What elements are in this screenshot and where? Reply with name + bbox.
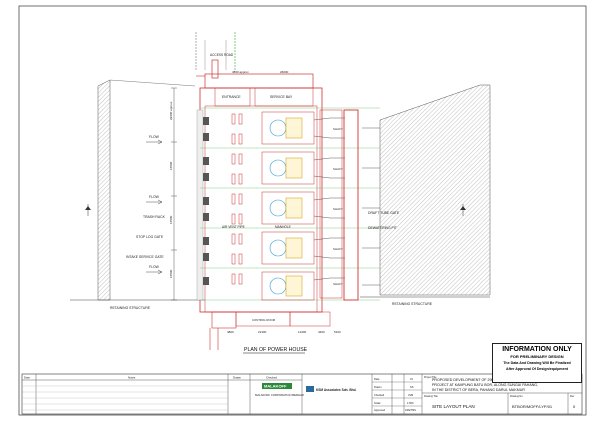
dim-top-1: 4860 approx xyxy=(232,70,249,74)
dim-side-1: 29600 approx xyxy=(169,101,173,120)
information-only-box: INFORMATION ONLY FOR PRELIMINARY DESIGN … xyxy=(492,343,582,383)
dewatering-outline xyxy=(343,109,359,301)
control-room-label: CONTROL ROOM xyxy=(252,318,276,322)
bottom-block-right xyxy=(289,311,331,327)
turbine-unit xyxy=(261,191,315,225)
stop-log-gate-label: STOP LOG GATE xyxy=(136,235,164,239)
drawing-no-label: Drawing No. xyxy=(510,395,523,398)
project-line-2: PROJECT AT KAMPUNG BATU BOR, ALONG SUNGA… xyxy=(432,383,538,387)
consultant-logo-icon xyxy=(306,386,314,392)
field-value-checked: JSM xyxy=(408,393,413,397)
shaft-label: SHAFT xyxy=(333,282,343,286)
owner-logo-box xyxy=(262,383,292,389)
owner-logo: MALAKOFF xyxy=(264,384,287,389)
shaft-labels: SHAFT SHAFT SHAFT SHAFT SHAFT xyxy=(333,127,343,286)
dim-side-2: 16500 xyxy=(169,161,173,170)
manhole-label: MANHOLE xyxy=(275,225,291,229)
dim-bot-4: 4200 xyxy=(318,330,325,334)
turbine-unit xyxy=(261,271,315,301)
project-line-3: IN THE DISTRICT OF BERA, PAHANG DARUL MA… xyxy=(432,388,525,392)
turbine-unit xyxy=(261,111,315,145)
gate-slots xyxy=(231,113,243,285)
section-marker-left xyxy=(85,204,91,216)
shaft-label: SHAFT xyxy=(333,127,343,131)
info-note-2: After Approval Of Design/equipment xyxy=(506,367,568,372)
air-vent-pipe-label: AIR VENT PIPE xyxy=(222,225,245,229)
turbine-units xyxy=(261,111,315,301)
draft-tubes xyxy=(313,117,345,281)
consultant-name: KSM Associates Sdn. Bhd. xyxy=(316,388,357,392)
info-title: INFORMATION ONLY xyxy=(502,346,572,353)
field-value-scale: 1:500 xyxy=(407,401,414,405)
title-block xyxy=(21,373,583,415)
flow-arrows xyxy=(146,139,163,275)
dim-bot-1: 4800 xyxy=(227,330,234,334)
bottom-block-left xyxy=(211,311,237,329)
field-label-approved: Approved xyxy=(374,408,386,412)
sheet-border xyxy=(18,5,587,416)
retaining-left-label: RETAINING STRUCTURE xyxy=(110,306,151,310)
trash-rack-label: TRASH RACK xyxy=(143,215,166,219)
rev-header-notes: Notes xyxy=(128,376,136,380)
service-bay-room xyxy=(254,87,314,107)
dim-bot-3: 11300 xyxy=(298,330,306,334)
intake-service-gate-label: INTAKE SERVICE GATE xyxy=(126,255,164,259)
dim-bot-5: 5100 xyxy=(334,330,341,334)
section-marker-right xyxy=(460,204,466,216)
shaft-label: SHAFT xyxy=(333,207,343,211)
draft-tube-shafts xyxy=(319,109,343,299)
dewatering-pit-label: DEWATERING PIT xyxy=(368,226,397,230)
access-road-label: ACCESS ROAD xyxy=(210,53,234,57)
access-road xyxy=(195,32,236,70)
right-markers xyxy=(362,127,380,286)
info-note-1: The Data And Drawing Will Be Finalized xyxy=(503,361,571,365)
field-value-drawn: SS xyxy=(410,385,414,389)
shaft-label: SHAFT xyxy=(333,167,343,171)
entrance-label: ENTRANCE xyxy=(222,95,241,99)
dim-side-3: 16500 xyxy=(169,215,173,224)
drawing-title: SITE LAYOUT PLAN xyxy=(432,404,475,409)
turbine-unit xyxy=(261,231,315,265)
field-label-checked: Checked xyxy=(374,393,385,397)
rev-header-checked: Checked xyxy=(266,376,277,380)
rev-header-drawn: Drawn xyxy=(233,376,242,380)
field-value-approved: ASM/TMS xyxy=(405,409,416,412)
rev-label: Rev xyxy=(570,395,575,398)
rev-header-date: Date xyxy=(24,376,30,380)
info-subtitle: FOR PRELIMINARY DESIGN xyxy=(510,354,564,359)
powerhouse-outline xyxy=(199,87,323,313)
turbine-unit xyxy=(261,151,315,185)
field-label-drawn: Drawn xyxy=(374,385,382,389)
drawing-no: BTBOR/MOFF/LYP/01 xyxy=(512,404,553,409)
flow-label-1: FLOW xyxy=(149,135,160,139)
drawing-title-label: Drawing Title xyxy=(424,395,438,398)
right-retaining-hatch xyxy=(379,84,491,296)
plan-title: PLAN OF POWER HOUSE xyxy=(244,347,308,353)
shaft-label: SHAFT xyxy=(333,247,343,251)
dim-side-4: 16500 xyxy=(169,269,173,278)
top-block xyxy=(204,73,314,89)
trash-rack-columns xyxy=(196,109,204,301)
entrance-room xyxy=(214,87,251,107)
field-label-scale: Scale xyxy=(374,401,381,405)
intake-blocks xyxy=(203,117,209,285)
retaining-right-label: RETAINING STRUCTURE xyxy=(392,302,433,306)
dim-bot-2: 21300 xyxy=(258,330,267,334)
service-bay-label: SERVICE BAY xyxy=(270,95,293,99)
dim-top-2: 26000 xyxy=(280,70,289,74)
field-value-date: 01 xyxy=(410,377,413,381)
flow-label-3: FLOW xyxy=(149,265,160,269)
draft-tube-gate-label: DRAFT TUBE GATE xyxy=(368,211,400,215)
flow-label-2: FLOW xyxy=(149,195,160,199)
project-label: Project Title xyxy=(424,376,437,379)
owner-name: MALAKOFF CORPORATION BERHAD xyxy=(255,393,304,397)
rev-value: 0 xyxy=(573,404,576,409)
access-road-marker xyxy=(211,59,219,79)
field-label-date: Date xyxy=(374,377,380,381)
left-retaining-hatch xyxy=(97,79,196,301)
